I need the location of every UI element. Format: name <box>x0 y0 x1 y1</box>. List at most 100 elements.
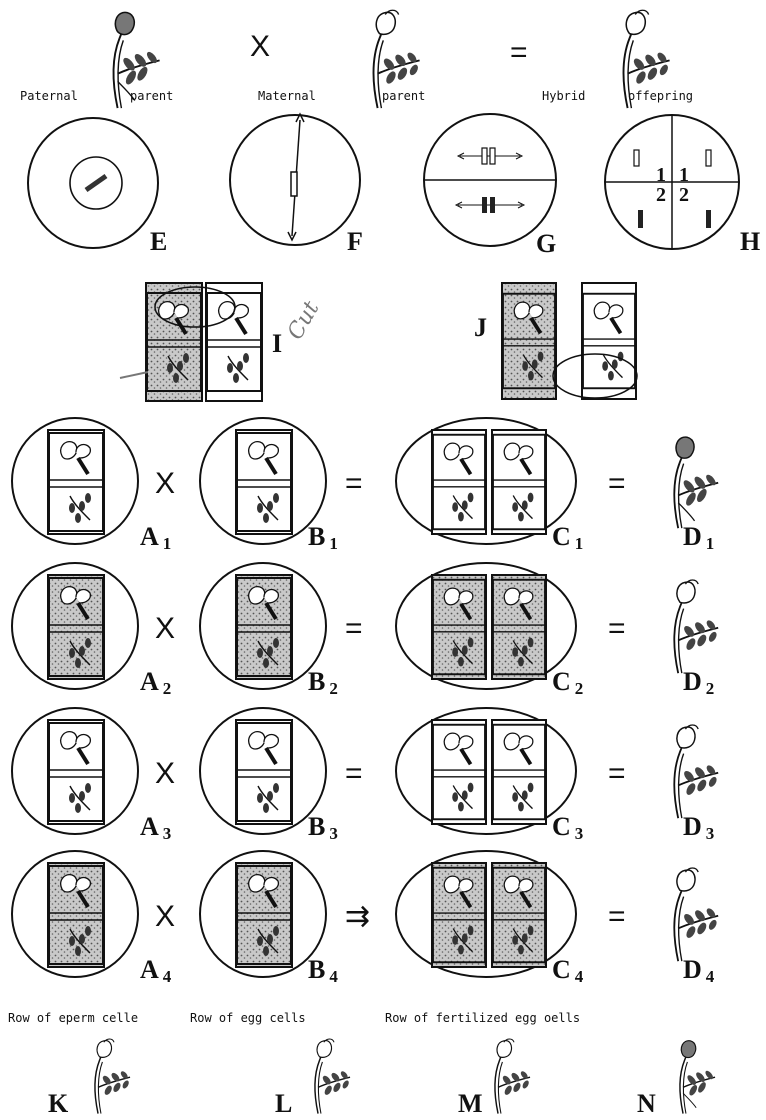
egg-cell-label-subscript: 2 <box>329 679 338 698</box>
cross-row-4: A4XB4⇉C4=D4 <box>12 851 718 986</box>
offspring-plant-label-letter: D <box>683 667 702 696</box>
cross-row-3: A3XB3=C3=D3 <box>12 708 718 843</box>
offspring-plant-illustration <box>674 437 718 528</box>
cell-f-chromosome <box>291 172 297 196</box>
sperm-cell-label: A3 <box>140 812 171 843</box>
cell-h-chromosome-tr <box>706 150 711 166</box>
cell-g-lower-chromosomes <box>456 197 524 213</box>
maternal-label: Maternal <box>258 89 316 103</box>
top-row: Paternal parent X Maternal parent = Hybr… <box>20 10 693 108</box>
plant-l-illustration <box>315 1039 350 1114</box>
sperm-cell-label-subscript: 1 <box>163 534 172 553</box>
egg-cell-label-letter: B <box>308 955 325 984</box>
cell-h-chromosome-br <box>706 210 711 228</box>
sperm-cell-label-subscript: 4 <box>163 967 172 986</box>
equals-operator: ⇉ <box>345 900 370 933</box>
plant-m-illustration <box>495 1039 530 1114</box>
cross-operator: X <box>155 467 175 500</box>
offspring-plant-label: D2 <box>683 667 714 698</box>
stage-label-f: F <box>347 227 363 256</box>
stage-label-e: E <box>150 227 167 256</box>
fertilized-cell-label-subscript: 4 <box>575 967 584 986</box>
cross-operator: X <box>155 612 175 645</box>
cross-operator: X <box>155 900 175 933</box>
figure-i-clear-cell <box>206 283 262 401</box>
offspring-plant-label-subscript: 4 <box>706 967 715 986</box>
result-operator: = <box>608 467 626 500</box>
figure-label-j: J <box>474 313 487 342</box>
cell-h-chromosome-tl <box>634 150 639 166</box>
fertilized-cell-label-subscript: 1 <box>575 534 584 553</box>
plant-label-k: K <box>48 1089 69 1118</box>
figure-i: I Cut <box>120 283 325 401</box>
caption-sperm-cells: Row of eperm celle <box>8 1011 138 1025</box>
figure-j-clear-cell <box>582 283 636 399</box>
fertilized-cell-label-letter: C <box>552 667 571 696</box>
equals-operator: = <box>345 757 363 790</box>
figure-j: J <box>474 283 637 399</box>
cross-operator: X <box>155 757 175 790</box>
result-operator: = <box>608 757 626 790</box>
bottom-plants: K L M N <box>48 1039 715 1118</box>
stage-label-g: G <box>536 229 556 258</box>
cell-e-chromosome <box>86 176 106 190</box>
paternal-label: Paternal <box>20 89 78 103</box>
fertilized-cell-label-letter: C <box>552 955 571 984</box>
hybrid-label: Hybrid <box>542 89 585 103</box>
egg-cell-label-letter: B <box>308 522 325 551</box>
result-operator: = <box>608 900 626 933</box>
cross-symbol: X <box>250 30 270 63</box>
fertilized-cell-label-letter: C <box>552 812 571 841</box>
pencil-mark <box>120 372 148 378</box>
offspring-plant-label-letter: D <box>683 522 702 551</box>
egg-cell-label-subscript: 1 <box>329 534 338 553</box>
offspring-plant-illustration <box>674 868 718 961</box>
fertilized-cell-label-letter: C <box>552 522 571 551</box>
egg-cell-label-subscript: 3 <box>329 824 338 843</box>
offspring-plant-label-subscript: 1 <box>706 534 715 553</box>
quadrant-number-br: 2 <box>679 184 689 206</box>
quadrant-number-tr: 1 <box>679 164 689 186</box>
division-stages: E F G 1 <box>28 114 760 258</box>
egg-cell-label-subscript: 4 <box>329 967 338 986</box>
sperm-cell-label-letter: A <box>140 955 159 984</box>
sperm-cell-label-subscript: 2 <box>163 679 172 698</box>
plant-label-m: M <box>458 1089 483 1118</box>
sperm-cell-label-letter: A <box>140 522 159 551</box>
result-operator: = <box>608 612 626 645</box>
sperm-cell-label-letter: A <box>140 812 159 841</box>
offspring-plant-label-letter: D <box>683 812 702 841</box>
egg-cell-label-letter: B <box>308 667 325 696</box>
egg-cell-label: B3 <box>308 812 338 843</box>
plant-label-n: N <box>637 1089 656 1118</box>
egg-cell-label: B1 <box>308 522 338 553</box>
cell-h-chromosome-bl <box>638 210 643 228</box>
equals-symbol: = <box>510 36 528 69</box>
sperm-cell-label-subscript: 3 <box>163 824 172 843</box>
caption-egg-cells: Row of egg cells <box>190 1011 306 1025</box>
fertilized-cell-label-subscript: 2 <box>575 679 584 698</box>
offspring-plant-label-subscript: 3 <box>706 824 715 843</box>
hybrid-label-offspring: offepring <box>628 89 693 103</box>
stage-label-h: H <box>740 227 760 256</box>
offspring-plant-label-letter: D <box>683 955 702 984</box>
cell-g-upper-chromosomes <box>458 148 522 164</box>
cross-row-2: A2XB2=C2=D2 <box>12 563 718 698</box>
paternal-label-parent: parent <box>130 89 173 103</box>
offspring-plant-label: D1 <box>683 522 714 553</box>
figure-i-stippled-cell <box>146 283 202 401</box>
cross-row-1: A1XB1=C1=D1 <box>12 418 718 553</box>
fertilized-cell-label-subscript: 3 <box>575 824 584 843</box>
offspring-plant-illustration <box>674 580 718 673</box>
